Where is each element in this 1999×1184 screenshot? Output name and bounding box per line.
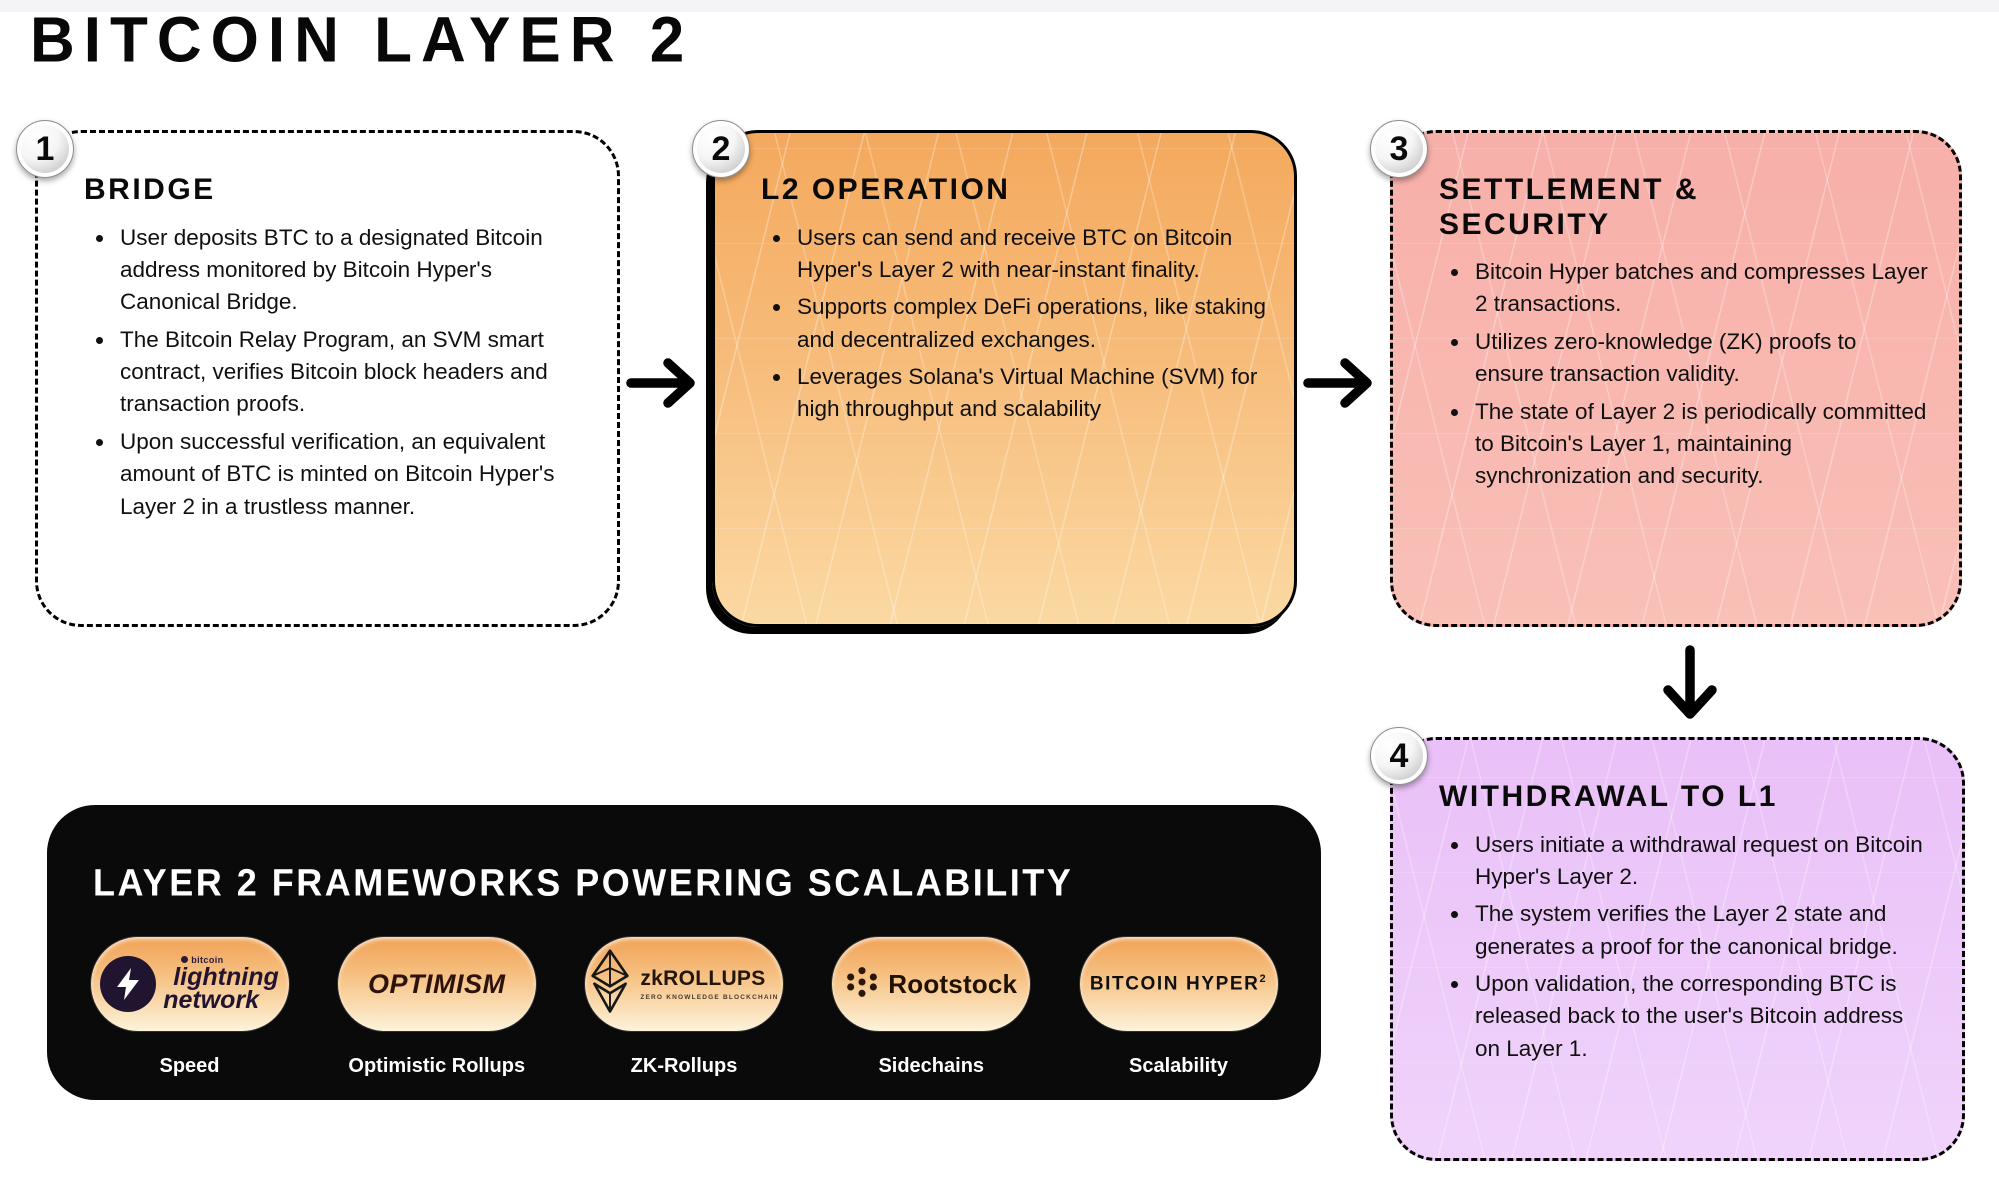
arrow-down-icon [1652,644,1728,729]
step-withdrawal-box: WITHDRAWAL TO L1 Users initiate a withdr… [1390,737,1965,1161]
framework-rootstock: Rootstock Sidechains [829,937,1034,1078]
framework-label: ZK-Rollups [630,1055,738,1077]
top-strip [0,0,1999,12]
ethereum-diamond-icon [589,948,631,1020]
framework-label: Scalability [1129,1055,1228,1077]
bullet-item: Users can send and receive BTC on Bitcoi… [793,222,1266,287]
bitcoin-mark-icon [181,956,189,964]
lightning-bolt-icon [100,956,157,1012]
rootstock-dots-icon [845,965,879,1004]
rootstock-wordmark: Rootstock [888,968,1018,999]
optimism-wordmark: OPTIMISM [368,968,506,999]
step-l2-operation-title: L2 OPERATION [761,173,1011,206]
rootstock-logo: Rootstock [832,937,1031,1031]
optimism-logo: OPTIMISM [337,937,536,1031]
frameworks-row: bitcoin lightning network Speed OPTIMISM… [47,937,1321,1078]
bullet-item: The state of Layer 2 is periodically com… [1471,396,1931,493]
frameworks-panel-heading: LAYER 2 FRAMEWORKS POWERING SCALABILITY [93,861,1074,905]
zk-rollups-wordmark: zkROLLUPS ZERO KNOWLEDGE BLOCKCHAIN [640,967,779,1001]
step-settlement-security-box: SETTLEMENT & SECURITY Bitcoin Hyper batc… [1390,130,1962,627]
bullet-item: User deposits BTC to a designated Bitcoi… [116,222,589,319]
step-bridge-title: BRIDGE [84,173,216,206]
step-settlement-security-bullets: Bitcoin Hyper batches and compresses Lay… [1439,256,1931,493]
bullet-item: Upon successful verification, an equival… [116,426,589,523]
bullet-item: Bitcoin Hyper batches and compresses Lay… [1471,256,1931,321]
frameworks-panel: LAYER 2 FRAMEWORKS POWERING SCALABILITY … [47,805,1321,1100]
bullet-item: Upon validation, the corresponding BTC i… [1471,968,1934,1065]
page-title: BITCOIN LAYER 2 [30,5,694,77]
bullet-item: The Bitcoin Relay Program, an SVM smart … [116,324,589,421]
step-withdrawal-bullets: Users initiate a withdrawal request on B… [1439,829,1934,1066]
step-settlement-security-title: SETTLEMENT & SECURITY [1439,173,1699,241]
bitcoin-mark: bitcoin [181,955,279,965]
step-number-badge: 2 [692,120,750,178]
bullet-item: Utilizes zero-knowledge (ZK) proofs to e… [1471,326,1931,391]
framework-label: Speed [159,1055,220,1077]
framework-zk-rollups: zkROLLUPS ZERO KNOWLEDGE BLOCKCHAIN ZK-R… [582,937,787,1078]
framework-optimism: OPTIMISM Optimistic Rollups [334,937,539,1078]
step-number-badge: 3 [1370,120,1428,178]
lightning-network-logo: bitcoin lightning network [90,937,289,1031]
bullet-item: The system verifies the Layer 2 state an… [1471,898,1934,963]
framework-bitcoin-hyper: BITCOIN HYPER2 Scalability [1076,937,1281,1078]
step-bridge-bullets: User deposits BTC to a designated Bitcoi… [84,222,589,524]
step-l2-operation-bullets: Users can send and receive BTC on Bitcoi… [761,222,1266,426]
bitcoin-hyper-wordmark: BITCOIN HYPER2 [1089,972,1268,995]
framework-label: Sidechains [878,1055,985,1077]
framework-lightning-network: bitcoin lightning network Speed [87,937,292,1078]
step-number-badge: 4 [1370,727,1428,785]
bullet-item: Leverages Solana's Virtual Machine (SVM)… [793,361,1266,426]
step-number-badge: 1 [16,120,74,178]
arrow-right-icon [626,352,700,419]
step-l2-operation-box: L2 OPERATION Users can send and receive … [712,130,1297,627]
lightning-network-wordmark: bitcoin lightning network [163,954,279,1015]
step-bridge-box: BRIDGE User deposits BTC to a designated… [35,130,620,627]
step-withdrawal-title: WITHDRAWAL TO L1 [1439,780,1778,813]
bullet-item: Supports complex DeFi operations, like s… [793,291,1266,356]
zk-rollups-logo: zkROLLUPS ZERO KNOWLEDGE BLOCKCHAIN [585,937,783,1031]
bitcoin-hyper-logo: BITCOIN HYPER2 [1079,937,1278,1031]
framework-label: Optimistic Rollups [348,1055,526,1077]
arrow-right-icon [1303,352,1377,419]
bullet-item: Users initiate a withdrawal request on B… [1471,829,1934,894]
